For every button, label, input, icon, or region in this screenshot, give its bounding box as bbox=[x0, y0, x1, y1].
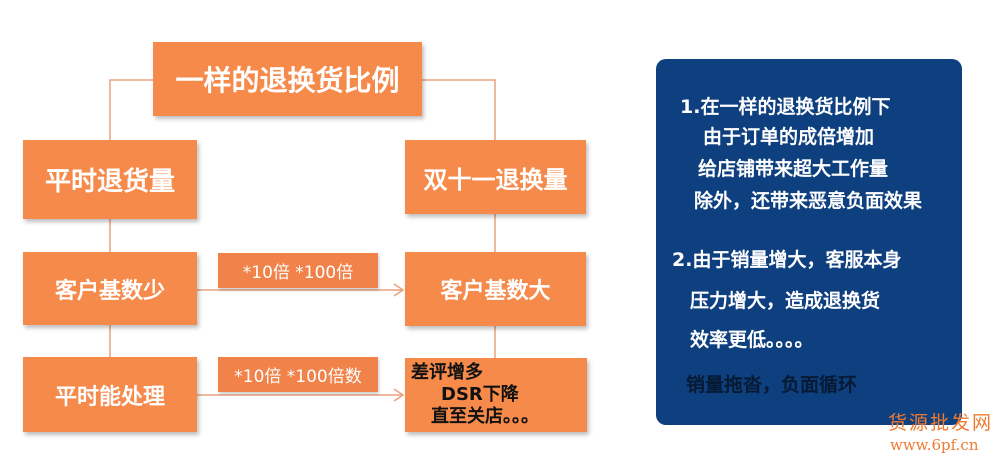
multiplier-label-2: *10倍 *100倍数 bbox=[218, 357, 378, 392]
normal-capacity-box: 平时能处理 bbox=[23, 357, 197, 432]
consequence-line: 直至关店。。。 bbox=[431, 406, 539, 427]
panel-line: 2.由于销量增大，客服本身 bbox=[672, 249, 902, 271]
panel-line: 压力增大，造成退换货 bbox=[690, 290, 881, 312]
small-customer-base-box: 客户基数少 bbox=[23, 252, 197, 325]
double11-returns-box: 双十一退换量 bbox=[405, 140, 586, 214]
title-box: 一样的退换货比例 bbox=[153, 42, 422, 116]
consequence-line: 差评增多 bbox=[411, 362, 483, 383]
arrow-1 bbox=[197, 283, 405, 297]
consequence-line: DSR下降 bbox=[441, 384, 519, 405]
normal-returns-box: 平时退货量 bbox=[23, 140, 197, 219]
explanation-panel bbox=[656, 59, 962, 425]
arrow-2 bbox=[197, 388, 405, 402]
panel-conclusion: 销量拖沓，负面循环 bbox=[686, 374, 858, 396]
panel-line: 1.在一样的退换货比例下 bbox=[680, 96, 891, 118]
large-customer-base-box: 客户基数大 bbox=[405, 252, 586, 326]
panel-line: 给店铺带来超大工作量 bbox=[698, 158, 889, 180]
consequence-box: 差评增多 DSR下降 直至关店。。。 bbox=[405, 358, 587, 432]
panel-line: 由于订单的成倍增加 bbox=[703, 126, 875, 148]
panel-line: 效率更低。。。。 bbox=[690, 329, 814, 351]
panel-line: 除外，还带来恶意负面效果 bbox=[694, 190, 923, 212]
watermark-name: 货源批发网 bbox=[888, 412, 994, 434]
watermark-url: www.6pf.cn bbox=[890, 436, 979, 454]
multiplier-label-1: *10倍 *100倍 bbox=[218, 253, 378, 288]
